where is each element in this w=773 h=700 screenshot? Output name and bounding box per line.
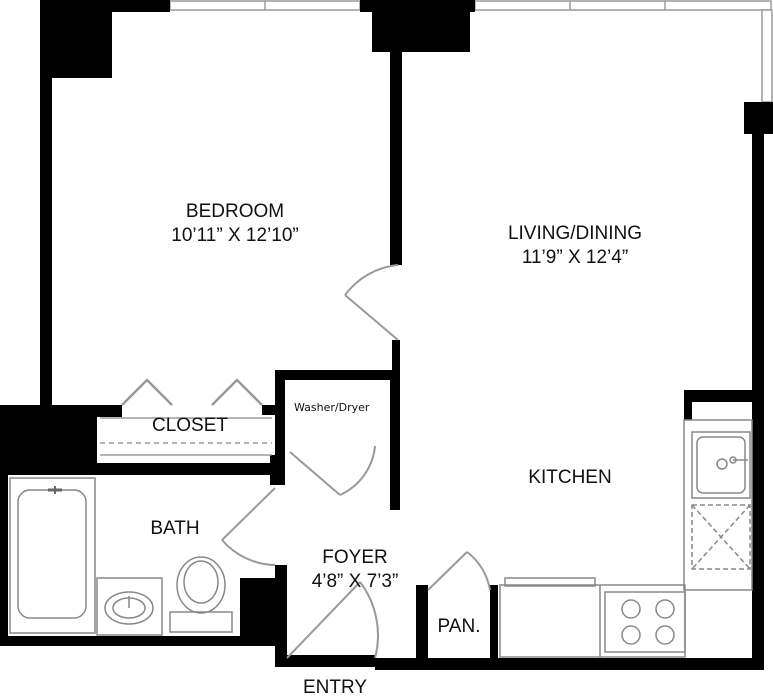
washer-dryer-label: Washer/Dryer: [294, 401, 370, 414]
exterior-walls: [0, 0, 773, 670]
closet-fixtures: [100, 378, 272, 456]
pantry-label: PAN.: [437, 616, 481, 637]
foyer-label: FOYER 4’8” X 7’3”: [295, 546, 415, 594]
bedroom-name: BEDROOM: [185, 201, 285, 222]
kitchen-label: KITCHEN: [528, 467, 612, 488]
foyer-dims: 4’8” X 7’3”: [311, 571, 399, 592]
toilet-icon: [169, 556, 233, 633]
bedroom-dims: 10’11” X 12’10”: [171, 225, 299, 246]
bath-door: [221, 487, 276, 566]
entry-label: ENTRY: [302, 677, 368, 698]
bathtub-icon: [9, 477, 96, 634]
foyer-name: FOYER: [322, 547, 388, 568]
windows: [169, 0, 773, 103]
bath-label: BATH: [150, 518, 200, 539]
stove-icon: [604, 591, 686, 653]
living-name: LIVING/DINING: [507, 223, 643, 244]
kitchen-counter: [683, 419, 753, 591]
living-label: LIVING/DINING 11’9” X 12’4”: [455, 222, 695, 270]
interior-walls: [97, 50, 692, 665]
bedroom-label: BEDROOM 10’11” X 12’10”: [120, 200, 350, 248]
closet-label: CLOSET: [151, 415, 229, 436]
living-dims: 11’9” X 12’4”: [521, 247, 629, 268]
entry-door: [286, 581, 379, 659]
bedroom-door: [344, 264, 399, 341]
kitchen-base-counter: [499, 577, 686, 658]
washer-door: [289, 445, 376, 496]
bath-sink-icon: [96, 577, 163, 636]
pantry-door: [427, 551, 491, 591]
